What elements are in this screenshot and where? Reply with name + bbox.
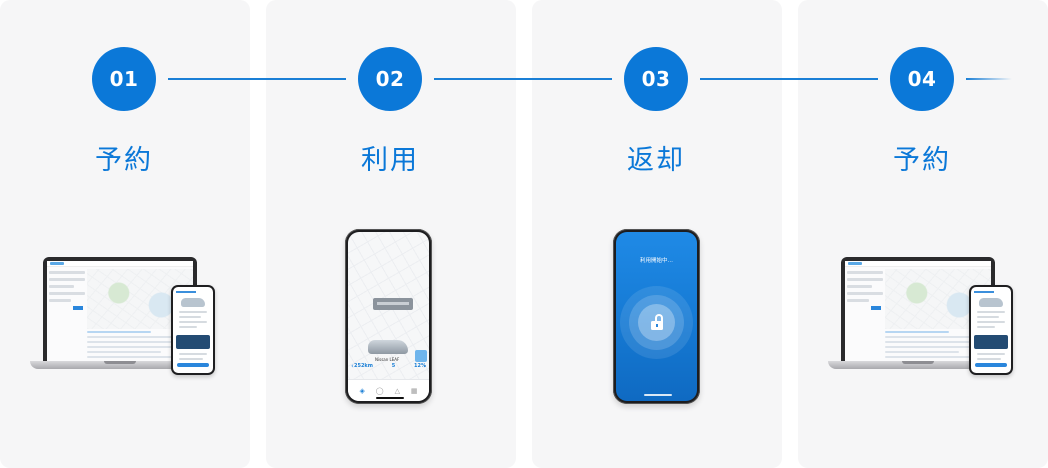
phone-illustration [171,285,215,375]
use-phone-illustration: Nissan LEAF ‹ › 252km 5 12% ◈ ◯ △ ▦ [345,229,432,404]
step-connector-2 [434,78,612,80]
return-phone-illustration: 利用開始中… [613,229,700,404]
step-title-4: 予約 [893,145,951,176]
step-number-1: 01 [92,47,156,111]
car-icon [368,340,408,354]
step-title-3: 返却 [627,145,685,176]
laptop-illustration [43,257,197,363]
step-connector-1 [168,78,346,80]
car-icon [181,298,205,307]
step-connector-fade [966,78,1012,80]
stat-seats: 5 [391,363,396,369]
step-number-4: 04 [890,47,954,111]
tab-bar: ◈ ◯ △ ▦ [348,379,429,401]
step-number-3: 03 [624,47,688,111]
chevron-right-icon: › [423,362,426,370]
user-icon: ◯ [375,386,384,395]
car-name: Nissan LEAF [375,357,400,362]
step-title-1: 予約 [95,145,153,176]
stat-battery: 12% [414,363,426,369]
step-connector-3 [700,78,878,80]
reservation-devices-illustration [30,257,230,387]
chevron-left-icon: ‹ [351,362,354,370]
phone-illustration [969,285,1013,375]
reservation-devices-illustration-2 [828,257,1028,387]
stat-range: 252km [354,363,373,369]
car-icon: ◈ [359,386,365,395]
status-text: 利用開始中… [639,258,673,264]
step-number-2: 02 [358,47,422,111]
grid-icon: ▦ [410,386,418,395]
car-icon [979,298,1003,307]
step-title-2: 利用 [361,145,419,176]
bell-icon: △ [394,386,400,395]
